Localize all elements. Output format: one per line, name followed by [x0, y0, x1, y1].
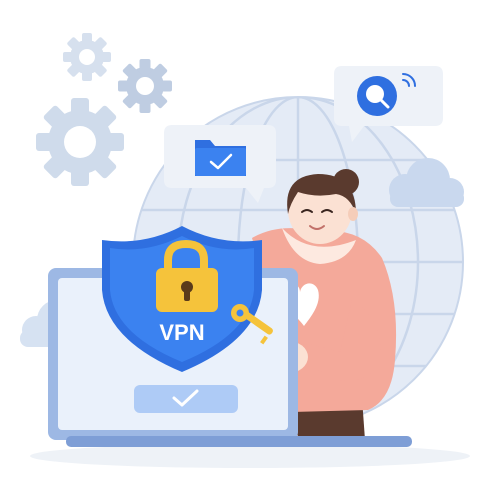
search-bubble [334, 66, 443, 142]
key-icon [231, 304, 273, 345]
gear-icon [118, 59, 172, 113]
vpn-label: VPN [159, 320, 204, 345]
search-wifi-icon [357, 73, 416, 116]
confirm-button[interactable] [134, 385, 238, 413]
gear-icon [63, 33, 111, 81]
folder-bubble [164, 125, 276, 203]
ground-shadow [30, 444, 470, 468]
cloud-icon [389, 158, 464, 207]
shield-icon: VPN [102, 226, 262, 372]
checkmark-icon [172, 389, 199, 407]
gear-icon [36, 98, 124, 186]
padlock-icon [156, 239, 218, 312]
laptop-base [66, 436, 412, 447]
folder-check-icon [195, 140, 246, 176]
